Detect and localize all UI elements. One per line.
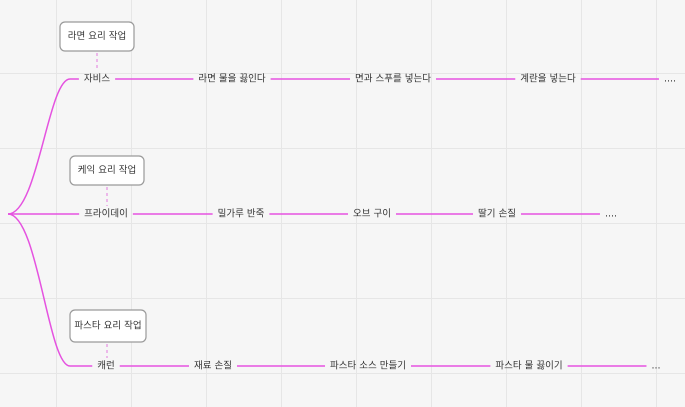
branch-2-label[interactable]: 케익 요리 작업 (69, 155, 145, 186)
branch-1-label-text: 라면 요리 작업 (68, 30, 126, 42)
branch-3-node-2[interactable]: 재료 손질 (194, 360, 232, 372)
branch-3-root-edge (7, 213, 93, 367)
branch-2-node-1[interactable]: 프라이데이 (84, 209, 128, 220)
branch-1-node-2[interactable]: 라면 물을 끓인다 (198, 74, 265, 85)
branch-3-node-5[interactable]: ... (651, 361, 660, 372)
branch-3-label[interactable]: 파스타 요리 작업 (69, 309, 147, 343)
branch-1-node-1[interactable]: 자비스 (84, 74, 110, 85)
edge-layer (7, 53, 659, 367)
branch-1-root-edge (7, 78, 79, 215)
branch-3-node-4[interactable]: 파스타 물 끓이기 (495, 361, 562, 372)
branch-2-label-box (69, 155, 145, 186)
branch-1-label-box (59, 21, 135, 52)
branch-2-node-2[interactable]: 밀가루 반죽 (218, 208, 265, 220)
branch-3-node-1[interactable]: 캐런 (97, 361, 114, 372)
branch-2-node-3[interactable]: 오브 구이 (353, 209, 391, 220)
branch-1-node-3[interactable]: 면과 스푸를 넣는다 (355, 74, 431, 85)
branch-1-label[interactable]: 라면 요리 작업 (59, 21, 135, 52)
branch-2-node-4[interactable]: 딸기 손질 (478, 208, 516, 220)
branch-2-node-5[interactable]: .... (605, 209, 617, 220)
branch-3-label-box (69, 309, 147, 343)
branch-3-node-3[interactable]: 파스타 소스 만들기 (330, 361, 406, 372)
branch-3-label-text: 파스타 요리 작업 (74, 320, 141, 332)
branch-1-node-5[interactable]: .... (664, 74, 676, 85)
branch-1-node-4[interactable]: 계란을 넣는다 (520, 73, 576, 85)
text-layer: 자비스 라면 물을 끓인다 면과 스푸를 넣는다 계란을 넣는다.... 라면 요리 작… (59, 21, 676, 372)
branch-2-label-text: 케익 요리 작업 (78, 164, 136, 176)
